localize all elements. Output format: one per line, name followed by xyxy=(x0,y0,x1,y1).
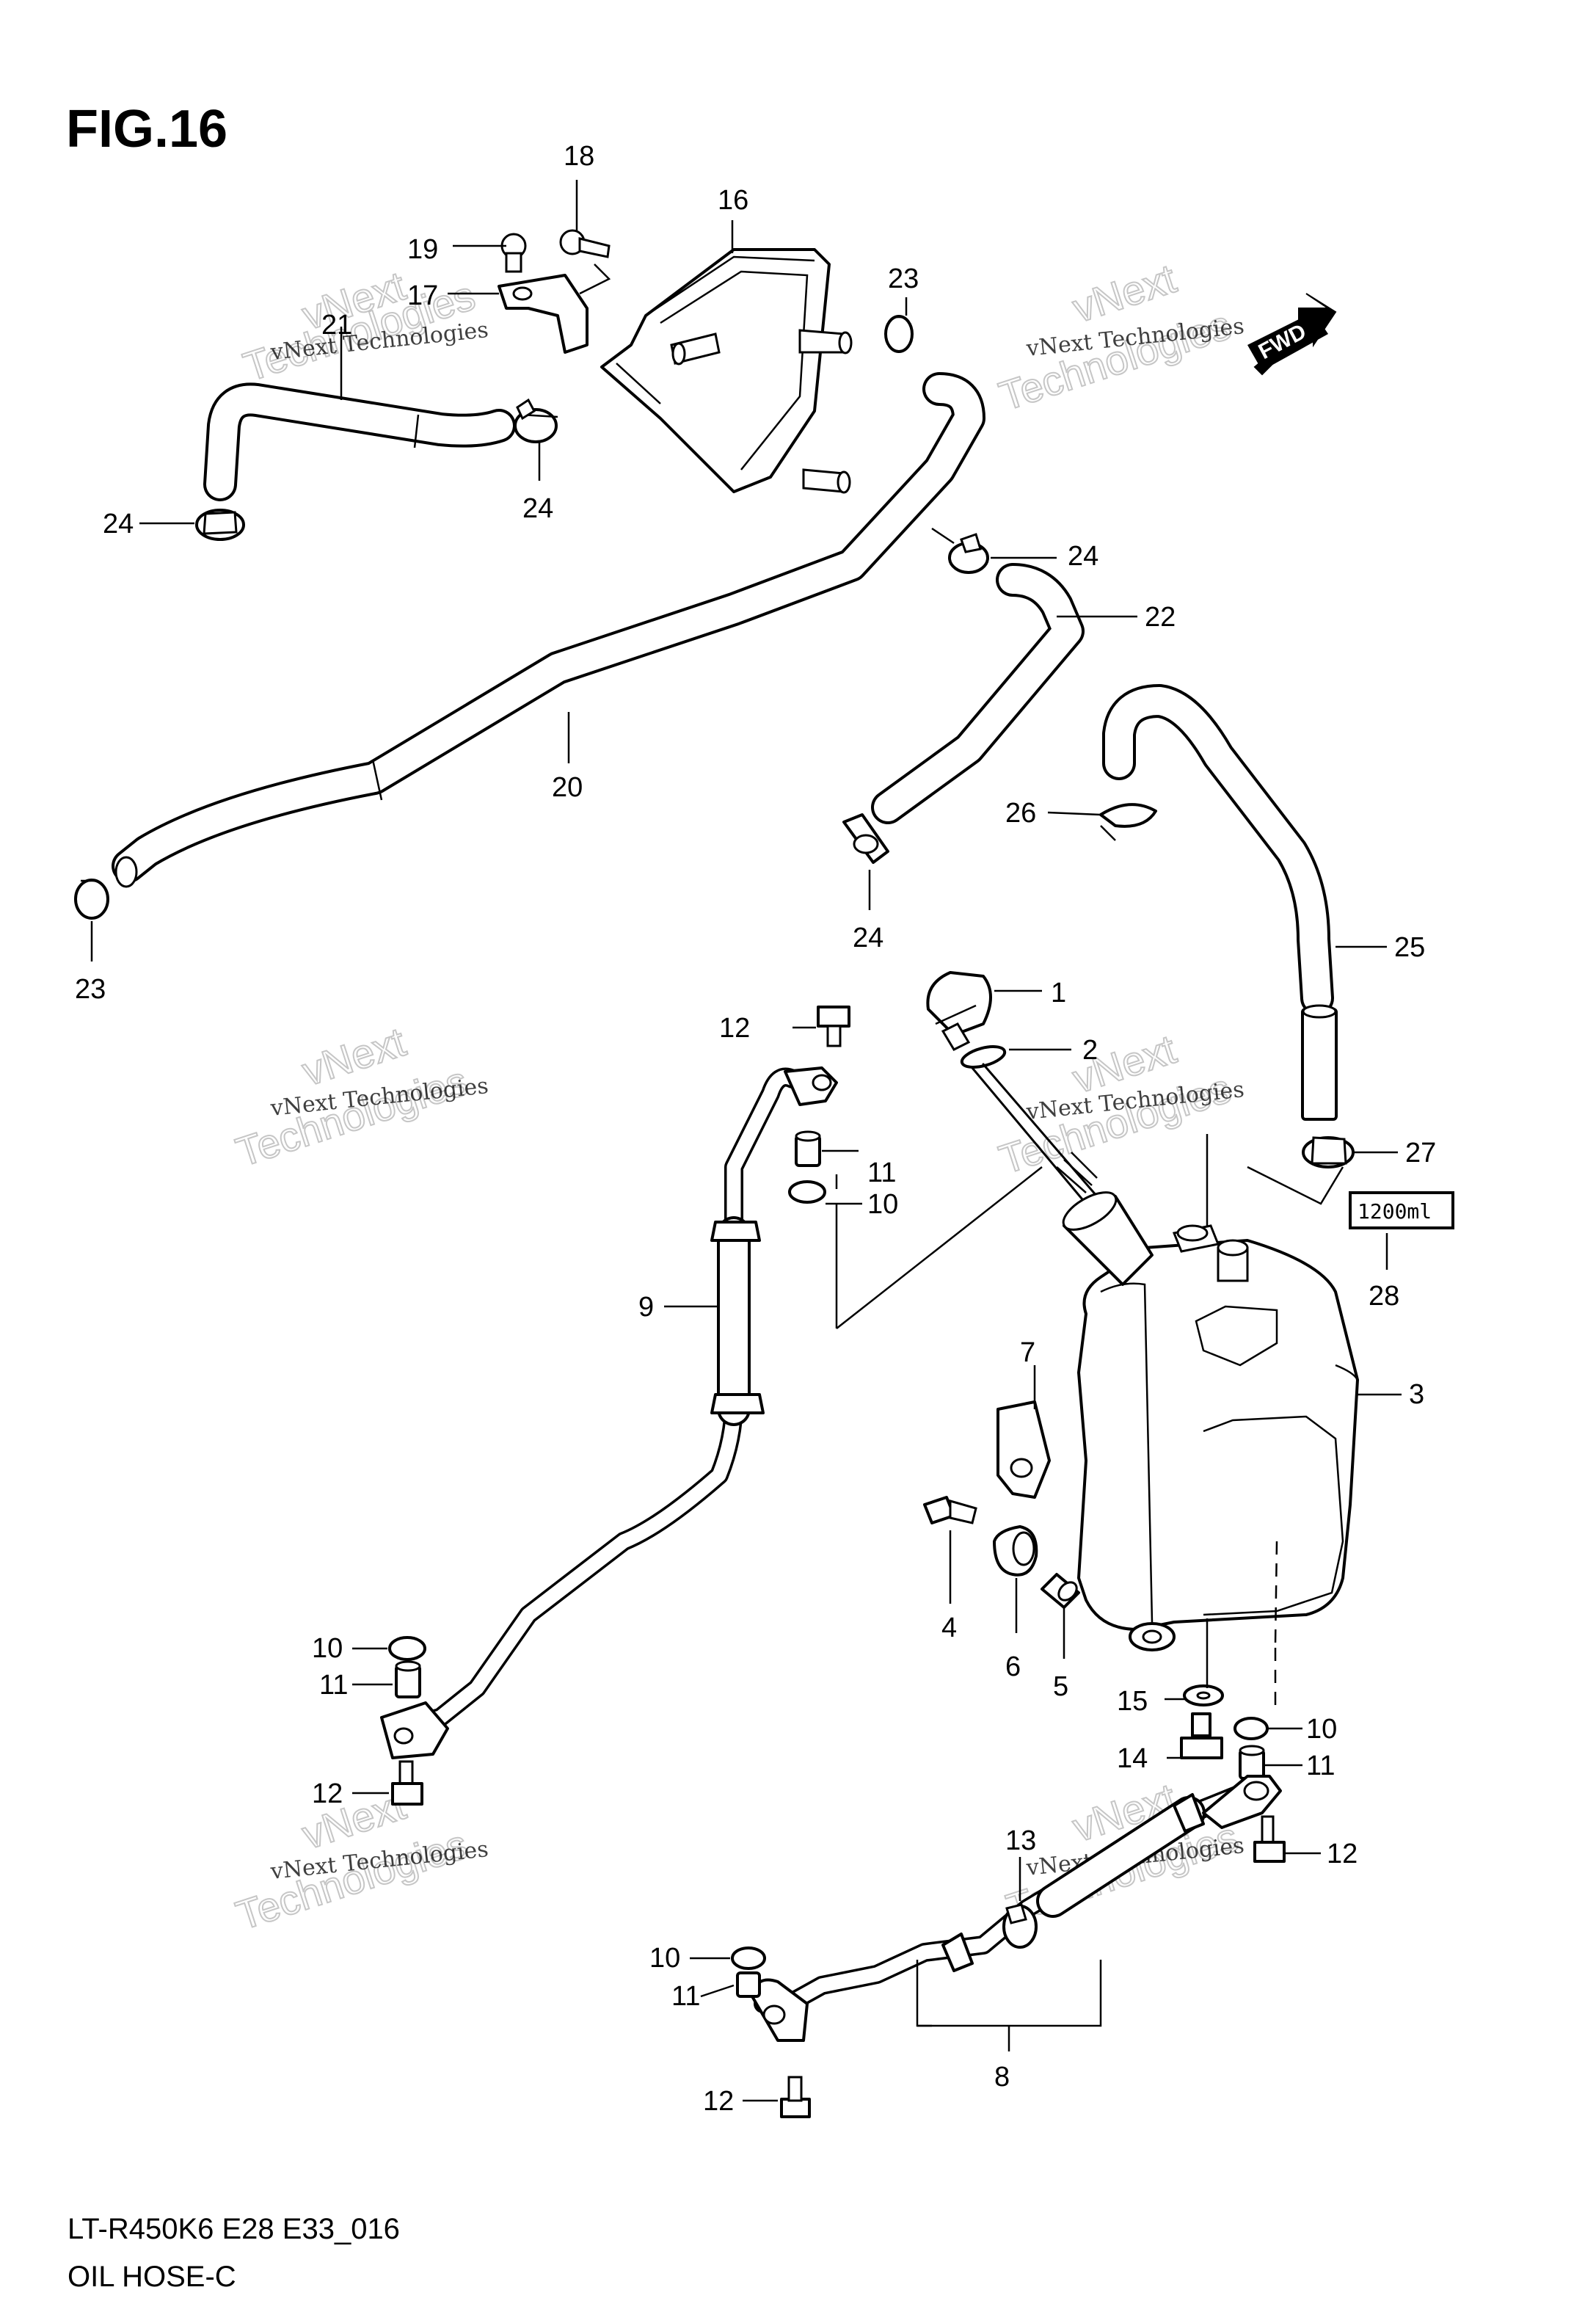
bolt-18 xyxy=(559,229,611,258)
callout-12-left: 12 xyxy=(312,1778,343,1809)
callout-24-left: 24 xyxy=(103,509,134,539)
callout-3: 3 xyxy=(1409,1379,1424,1410)
watermark-top-left: vNext Technologies vNext Technologies xyxy=(237,261,489,390)
clip-26 xyxy=(1099,803,1157,841)
bolt-19 xyxy=(500,233,527,273)
washer-10-right xyxy=(1234,1717,1269,1740)
watermark-top-right: vNext Technologies vNext Technologies xyxy=(993,254,1245,420)
callout-10-bottom: 10 xyxy=(649,1943,680,1974)
sleeve-11-right xyxy=(1239,1745,1265,1780)
callout-9: 9 xyxy=(638,1292,654,1323)
clamp-24-left xyxy=(195,509,245,541)
clamp-13 xyxy=(1002,1903,1038,1949)
callout-12-upper: 12 xyxy=(719,1013,750,1044)
watermark-mid-left: vNext Technologies vNext Technologies xyxy=(230,1017,489,1176)
hose-20 xyxy=(112,372,985,888)
callout-11-right: 11 xyxy=(1306,1751,1335,1781)
capacity-label-text: 1200ml xyxy=(1358,1199,1432,1224)
callout-4: 4 xyxy=(941,1613,957,1643)
box-nipple-left xyxy=(670,332,721,366)
hose-25 xyxy=(1102,684,1338,1121)
oil-cap-1 xyxy=(926,971,992,1051)
clamp-24-bottom xyxy=(842,813,889,864)
clamp-24-box xyxy=(514,398,558,443)
callout-2: 2 xyxy=(1082,1035,1098,1066)
oil-tank-3 xyxy=(1062,1191,1359,1651)
callout-7: 7 xyxy=(1020,1337,1035,1368)
callout-19: 19 xyxy=(407,234,438,265)
callout-11-left: 11 xyxy=(319,1670,348,1701)
callout-23-top: 23 xyxy=(888,263,919,294)
callout-13: 13 xyxy=(1005,1825,1036,1856)
callout-24-box: 24 xyxy=(522,493,553,524)
box-nipple-top xyxy=(798,329,853,355)
bolt-12-right xyxy=(1253,1815,1286,1863)
washer-15 xyxy=(1183,1684,1224,1706)
model-code: LT-R450K6 E28 E33_016 xyxy=(68,2213,400,2245)
bracket-7 xyxy=(996,1400,1051,1499)
box-nipple-bottom xyxy=(802,468,851,494)
bolt-12-left xyxy=(391,1760,423,1806)
callout-15: 15 xyxy=(1117,1686,1148,1717)
callout-17: 17 xyxy=(407,280,438,311)
o-ring-2 xyxy=(960,1045,1007,1069)
callout-1: 1 xyxy=(1051,978,1066,1008)
callout-numbers: 18 16 19 17 21 23 24 24 24 22 20 26 24 2… xyxy=(75,141,1436,2117)
callout-16: 16 xyxy=(718,185,748,216)
diagram-caption: OIL HOSE-C xyxy=(68,2261,236,2293)
clamp-27 xyxy=(1302,1136,1355,1168)
oil-pipe-9 xyxy=(380,1066,838,1759)
callout-10-upper: 10 xyxy=(867,1189,898,1220)
bolt-14 xyxy=(1180,1712,1223,1759)
forward-direction-badge: FWD xyxy=(1247,293,1337,376)
hose-22 xyxy=(871,563,1085,824)
callout-24-mid: 24 xyxy=(1068,541,1098,572)
callout-10-left: 10 xyxy=(312,1633,343,1664)
breather-box xyxy=(600,248,853,494)
washer-10-left xyxy=(388,1636,426,1661)
collar-5 xyxy=(1041,1573,1080,1609)
oil-pipe-8 xyxy=(751,1775,1282,2042)
callout-28: 28 xyxy=(1369,1281,1399,1312)
washer-10-upper xyxy=(788,1180,826,1204)
callout-8: 8 xyxy=(994,2062,1010,2093)
bolt-12-upper xyxy=(817,1006,850,1047)
callout-20: 20 xyxy=(552,772,583,803)
callout-14: 14 xyxy=(1117,1743,1148,1774)
callout-25: 25 xyxy=(1394,932,1425,963)
callout-11-bottom: 11 xyxy=(671,1981,700,2012)
sleeve-11-left xyxy=(395,1660,421,1698)
callout-27: 27 xyxy=(1405,1138,1436,1168)
clip-23-top xyxy=(884,315,914,353)
callout-26: 26 xyxy=(1005,798,1036,829)
grommet-6 xyxy=(993,1525,1038,1577)
callout-24-bottom: 24 xyxy=(853,923,883,953)
capacity-label-28: 1200ml xyxy=(1349,1191,1454,1229)
callout-12-bottom: 12 xyxy=(703,2086,734,2117)
washer-10-bottom xyxy=(731,1946,766,1970)
bolt-12-bottom xyxy=(780,2076,811,2118)
callout-6: 6 xyxy=(1005,1651,1021,1682)
hose-21 xyxy=(203,382,516,501)
callout-12-right: 12 xyxy=(1327,1839,1358,1869)
watermark-bottom-left: vNext Technologies vNext Technologies xyxy=(230,1781,489,1939)
clip-23-left xyxy=(74,879,109,920)
callout-5: 5 xyxy=(1053,1671,1068,1702)
callout-21: 21 xyxy=(321,310,352,341)
callout-18: 18 xyxy=(564,141,594,172)
figure-title: FIG.16 xyxy=(66,100,227,159)
sleeve-11-bottom xyxy=(736,1971,761,1998)
callout-22: 22 xyxy=(1145,602,1176,633)
callout-10-right: 10 xyxy=(1306,1714,1337,1745)
dipstick xyxy=(971,1063,1098,1205)
leader-lines xyxy=(90,180,1402,2102)
bracket-17 xyxy=(498,274,589,354)
bolt-4 xyxy=(923,1496,977,1524)
callout-11-upper: 11 xyxy=(867,1157,896,1188)
clamp-24-mid xyxy=(948,533,989,574)
callout-23-left: 23 xyxy=(75,974,106,1005)
sleeve-11-upper xyxy=(795,1130,821,1167)
